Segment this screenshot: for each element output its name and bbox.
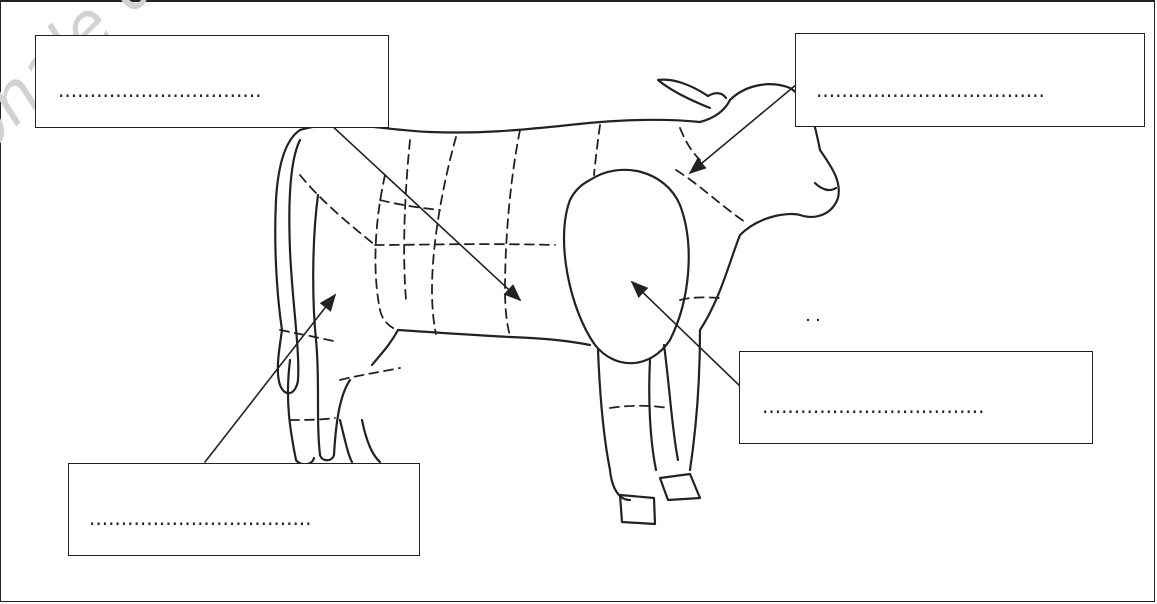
stray-dot: [807, 319, 809, 321]
label-dots-top-right: ....................................: [816, 80, 1045, 100]
cut-lines: [280, 125, 745, 420]
label-box-bottom-right[interactable]: ...................................: [739, 351, 1093, 444]
arrow-top-left: [330, 124, 520, 300]
label-box-bottom-left[interactable]: ...................................: [68, 463, 420, 556]
label-box-top-left[interactable]: ................................: [35, 35, 389, 128]
arrow-bottom-left: [205, 295, 335, 462]
pointer-arrows: [205, 84, 797, 462]
stray-dot: [817, 319, 819, 321]
label-dots-top-left: ................................: [58, 80, 261, 100]
cow-outline: [275, 80, 839, 524]
arrow-top-right: [690, 84, 797, 173]
label-box-top-right[interactable]: ....................................: [795, 33, 1145, 127]
label-dots-bottom-right: ...................................: [762, 396, 985, 416]
label-dots-bottom-left: ...................................: [89, 508, 312, 528]
